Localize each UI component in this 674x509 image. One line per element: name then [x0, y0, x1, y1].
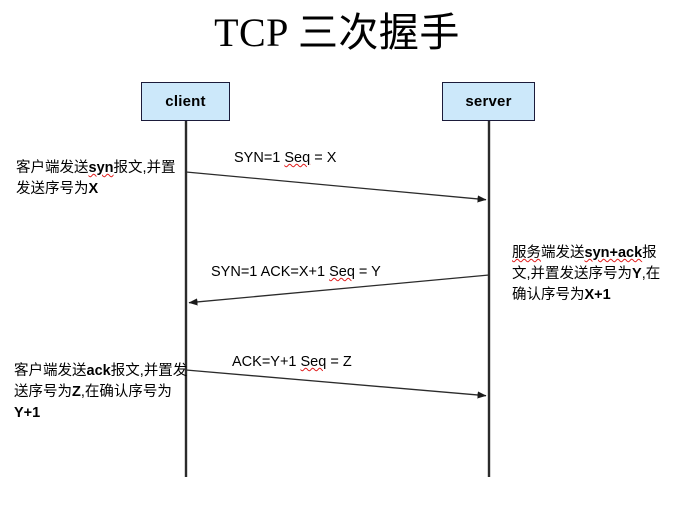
annotation-2-seg-2: syn+ack — [584, 245, 643, 261]
annotation-3-seg-6: Y+1 — [14, 405, 41, 421]
annotation-2-seg-6: X+1 — [584, 287, 611, 303]
message-arrow-1 — [185, 171, 487, 203]
annotation-2-seg-5: ,在确认序号为 — [512, 266, 661, 303]
message-label-2-plain-b: = Y — [354, 264, 381, 280]
annotation-2-seg-1: 端发送 — [541, 245, 585, 261]
message-label-3-plain-b: = Z — [326, 354, 352, 370]
message-label-1-misspelled: Seq — [284, 150, 311, 166]
message-label-3-plain-a: ACK=Y+1 — [232, 354, 301, 370]
message-label-2: SYN=1 ACK=X+1 Seq = Y — [211, 263, 381, 281]
annotation-client-syn: 客户端发送syn报文,并置发送序号为X — [16, 137, 184, 200]
annotation-2-seg-4: Y — [632, 266, 642, 282]
message-label-2-plain-a: SYN=1 ACK=X+1 — [211, 264, 330, 280]
annotation-1-seg-0: 客户端发送 — [16, 160, 89, 176]
annotation-1-seg-2: 报文,并置发送序号为 — [16, 160, 176, 197]
message-label-3-misspelled: Seq — [300, 354, 327, 370]
message-label-2-misspelled: Seq — [329, 264, 355, 280]
annotation-server-synack: 服务端发送syn+ack报文,并置发送序号为Y,在确认序号为X+1 — [512, 222, 672, 306]
annotation-3-seg-0: 客户端发送 — [14, 363, 87, 379]
diagram-title: TCP 三次握手 — [214, 10, 460, 55]
participant-label-client: client — [165, 93, 206, 110]
participant-box-server[interactable]: server — [442, 82, 535, 121]
annotation-3-seg-2: 报文, — [110, 363, 144, 379]
message-label-1: SYN=1 Seq = X — [234, 149, 336, 167]
annotation-3-seg-5: ,在确认序号为 — [80, 384, 172, 400]
annotation-3-seg-1: ack — [86, 363, 111, 379]
annotation-1-seg-1: syn — [88, 160, 114, 176]
annotation-1-seg-3: X — [88, 181, 99, 197]
message-label-3: ACK=Y+1 Seq = Z — [232, 353, 352, 371]
annotation-3-seg-4: Z — [72, 384, 81, 400]
annotation-client-ack: 客户端发送ack报文,并置发送序号为Z,在确认序号为 Y+1 — [14, 340, 192, 424]
message-label-1-plain-a: SYN=1 — [234, 150, 285, 166]
participant-box-client[interactable]: client — [141, 82, 230, 121]
message-arrow-3 — [185, 369, 487, 399]
annotation-3-seg-3: 并置发送序号为 — [14, 363, 188, 400]
participant-label-server: server — [465, 93, 512, 110]
message-label-1-plain-b: = X — [310, 150, 337, 166]
annotation-2-seg-0: 服务 — [512, 245, 541, 261]
annotation-2-seg-3: 报文,并置发送序号为 — [512, 245, 657, 282]
